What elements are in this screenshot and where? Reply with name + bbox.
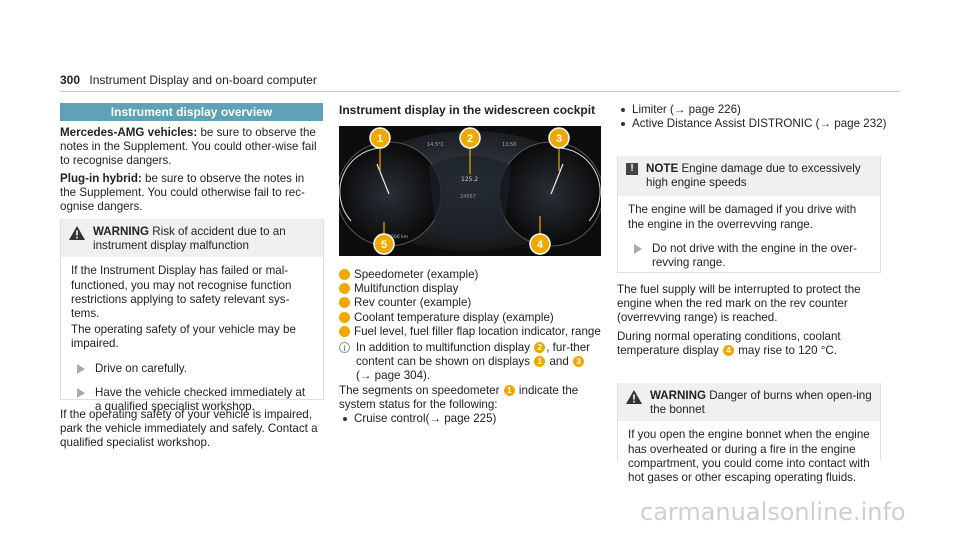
arrow-icon [634,243,642,254]
amg-note: Mercedes-AMG vehicles: be sure to observ… [60,126,317,168]
number-badge: 5 [334,325,350,337]
warning-title: Danger of burns when open‐ing the bonnet [650,389,872,417]
callout-2: 2 [459,127,481,149]
dash-temp: 14.5°C [427,142,445,148]
page-header-title: Instrument Display and on-board computer [89,73,317,87]
segments-text: The segments on speedometer 1 indicate t… [339,383,579,411]
warning-header: WARNING Danger of burns when open‐ing th… [618,383,880,422]
dash-trip: 125.2 [461,176,478,183]
note-header: ! NOTE Engine damage due to excessively … [618,156,880,197]
header-rule [60,91,900,92]
warning-triangle-icon [626,390,642,404]
action-item: Do not drive with the engine in the over… [628,242,870,270]
after-warning-text: If the operating safety of your vehicle … [60,408,318,450]
callout-1: 1 [369,127,391,149]
warning-label: WARNING [93,225,150,238]
page-number: 300 [60,73,81,87]
dash-range: 566 km [391,234,408,240]
middle-column: Instrument display in the widescreen coc… [339,103,601,117]
number-badge: 1 [503,384,515,396]
instrument-cluster-image: 14.5°C 13:50 125.2 24567 566 km 1 2 3 4 … [339,126,601,256]
cockpit-heading: Instrument display in the widescreen coc… [339,103,596,117]
callout-3: 3 [548,127,570,149]
callout-4: 4 [529,233,551,255]
bullet-item: Limiter (→ page 226) [617,103,901,117]
number-badge: 3 [334,297,350,309]
note-title: Engine damage due to excessively high en… [646,162,861,190]
svg-text:2: 2 [467,133,473,145]
number-badge: 1 [534,356,546,368]
bullet-item: Cruise control(→ page 225) [339,412,601,426]
callout-5: 5 [373,233,395,255]
action-item: Have the vehicle checked immediately at … [71,386,313,414]
warning-triangle-icon [69,226,85,240]
dashboard-illustration: 14.5°C 13:50 125.2 24567 566 km 1 2 3 4 … [339,126,601,256]
fuel-coolant-text: The fuel supply will be interrupted to p… [617,283,861,357]
exclamation-icon: ! [626,163,638,175]
warning-label: WARNING [650,389,707,402]
note-label: NOTE [646,162,679,175]
hybrid-note: Plug-in hybrid: be sure to observe the n… [60,171,305,214]
right-column: Limiter (→ page 226) Active Distance Ass… [617,103,901,131]
section-title: Instrument display overview [60,103,323,121]
page-header: 300 Instrument Display and on-board comp… [60,73,323,87]
note-body: The engine will be damaged if you drive … [618,196,880,270]
number-badge: 3 [573,356,585,368]
info-icon: i [339,342,350,354]
dash-time: 13:50 [502,142,516,148]
watermark: carmanualsonline.info [640,498,906,526]
warning-header: WARNING Risk of accident due to an instr… [61,219,323,258]
note-box-engine: ! NOTE Engine damage due to excessively … [617,156,881,273]
svg-text:4: 4 [537,239,544,251]
arrow-icon [77,387,85,398]
bullet-item: Active Distance Assist DISTRONIC (→ page… [617,117,901,131]
warning-body: If you open the engine bonnet when the e… [628,428,870,485]
action-item: Drive on carefully. [71,362,313,376]
warning-box-malfunction: WARNING Risk of accident due to an instr… [60,219,324,413]
number-badge: 4 [723,344,735,356]
number-badge: 1 [334,269,350,280]
svg-text:5: 5 [381,239,387,251]
info-note: i In addition to multifunction display 2… [339,341,601,384]
warning-title: Risk of accident due to an instrument di… [93,225,286,253]
number-badge: 2 [534,342,546,354]
dash-odo: 24567 [460,194,476,200]
intro-text: Mercedes-AMG vehicles: be sure to observ… [60,126,322,217]
number-badge: 2 [334,283,350,295]
arrow-icon [77,363,85,374]
warning-box-burns: WARNING Danger of burns when open‐ing th… [617,383,881,484]
warning-body: If the Instrument Display has failed or … [61,257,323,414]
svg-text:1: 1 [377,133,383,145]
svg-text:3: 3 [556,133,562,145]
number-badge: 4 [334,311,350,323]
